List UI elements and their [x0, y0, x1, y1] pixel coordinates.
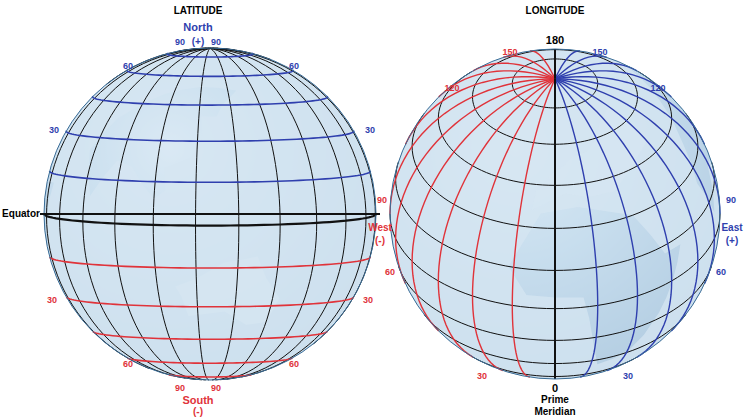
grid-line [50, 257, 371, 268]
grid-line [66, 297, 353, 307]
longitude-number: 90 [726, 196, 736, 205]
land-shape [86, 62, 153, 103]
longitude-number: 150 [592, 48, 607, 57]
grid-line [127, 70, 293, 77]
longitude-globe [390, 49, 720, 379]
grid-line [555, 71, 671, 97]
sign-label: (-) [375, 236, 385, 246]
meridian-label: Prime [541, 395, 569, 405]
latitude-number: 90 [211, 38, 221, 47]
longitude-number: 120 [444, 84, 459, 93]
grid-line [512, 79, 555, 377]
sign-label: (-) [193, 407, 203, 417]
grid-line [390, 79, 555, 214]
grid-line [554, 49, 556, 79]
longitude-number: 120 [650, 84, 665, 93]
grid-line [167, 53, 253, 57]
latitude-number: 30 [365, 126, 375, 135]
grid-line [555, 79, 720, 214]
longitude-number: 180 [546, 35, 564, 46]
grid-line [66, 131, 353, 141]
land-shape [390, 49, 720, 379]
grid-line [555, 79, 672, 357]
grid-line [555, 51, 580, 79]
latitude-number: 60 [123, 62, 133, 71]
pole-label: North [183, 22, 212, 33]
land-shape [532, 106, 647, 210]
globe-title: LATITUDE [174, 6, 223, 16]
grid-line [406, 77, 555, 144]
grid-line [555, 79, 698, 331]
longitude-number: 60 [716, 268, 726, 277]
longitude-number: 30 [623, 372, 633, 381]
sign-label: (+) [192, 37, 205, 47]
grid-line [93, 96, 328, 105]
grid-line [555, 79, 714, 284]
longitude-number: 0 [552, 383, 558, 394]
equator-label: Equator [2, 209, 40, 219]
grid-line [210, 48, 366, 377]
pole-label: South [182, 395, 213, 406]
longitude-number: 90 [377, 196, 387, 205]
grid-line [555, 77, 704, 144]
latitude-number: 30 [363, 296, 373, 305]
longitude-number: 150 [502, 48, 517, 57]
grid-line [128, 358, 293, 363]
grid-line [169, 375, 252, 377]
grid-line [473, 79, 556, 371]
grid-line [50, 171, 371, 182]
latitude-number: 90 [175, 384, 185, 393]
longitude-number: 30 [477, 372, 487, 381]
globe-rim [390, 49, 720, 379]
grid-line [555, 63, 637, 79]
latitude-number: 30 [49, 126, 59, 135]
latitude-number: 30 [47, 296, 57, 305]
latitude-number: 90 [211, 384, 221, 393]
globe-sphere [390, 49, 720, 379]
meridian-label: Meridian [534, 407, 575, 417]
grid-line [44, 214, 376, 226]
latitude-number: 60 [289, 360, 299, 369]
grid-line [555, 56, 607, 79]
grid-line [47, 48, 210, 368]
grid-line [438, 79, 555, 357]
latitude-number: 60 [123, 360, 133, 369]
grid-line [555, 79, 598, 377]
direction-label: West [368, 223, 392, 233]
direction-label: East [721, 223, 742, 233]
latitude-number: 60 [289, 62, 299, 71]
longitude-number: 60 [385, 268, 395, 277]
globe-title: LONGITUDE [526, 6, 585, 16]
land-shape [390, 49, 720, 379]
grid-line [554, 79, 556, 379]
sign-label: (+) [726, 236, 739, 246]
equator-line [40, 213, 380, 215]
latitude-number: 90 [175, 38, 185, 47]
grid-line [93, 332, 327, 340]
grid-line [555, 79, 638, 371]
grid-line [412, 79, 555, 331]
